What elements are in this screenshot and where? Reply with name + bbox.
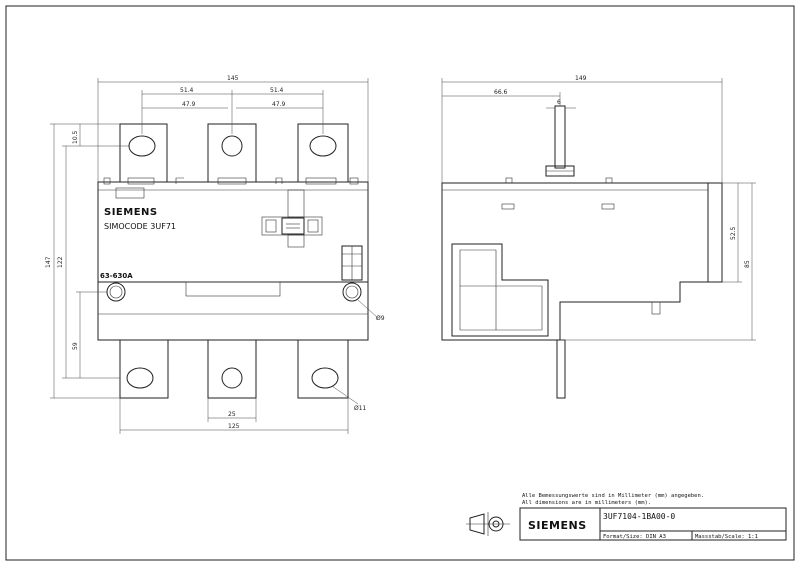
side-body-outline <box>441 182 709 341</box>
side-view: 149 66.6 6 52.5 85 <box>441 75 756 399</box>
svg-text:122: 122 <box>57 256 64 268</box>
device-body <box>97 181 369 283</box>
svg-text:52.5: 52.5 <box>730 226 737 240</box>
svg-text:147: 147 <box>45 256 52 268</box>
svg-text:85: 85 <box>744 260 751 268</box>
bottom-busbars <box>119 339 349 399</box>
current-range-label: 63-630A <box>100 272 133 280</box>
note-german: Alle Bemessungswerte sind in Millimeter … <box>522 493 704 499</box>
title-block: Alle Bemessungswerte sind in Millimeter … <box>466 493 787 541</box>
front-product-label: SIMOCODE 3UF71 <box>104 222 176 231</box>
note-english: All dimensions are in millimeters (mm). <box>522 500 651 506</box>
svg-text:25: 25 <box>228 411 236 418</box>
svg-text:66.6: 66.6 <box>494 89 508 96</box>
busbar-hole-3 <box>309 135 337 157</box>
svg-text:59: 59 <box>72 342 79 350</box>
svg-text:47.9: 47.9 <box>272 101 286 108</box>
mounting-hole-right <box>342 282 362 302</box>
front-brand-label: SIEMENS <box>104 207 158 218</box>
svg-text:125: 125 <box>228 423 240 430</box>
side-shaft <box>554 105 566 169</box>
format-size: Format/Size: DIN A3 <box>603 534 666 540</box>
svg-text:Ø9: Ø9 <box>376 315 385 322</box>
part-number: 3UF7104-1BA00-0 <box>603 512 675 521</box>
terminal-block <box>341 245 363 281</box>
svg-text:149: 149 <box>575 75 587 82</box>
svg-text:47.9: 47.9 <box>182 101 196 108</box>
svg-text:10.5: 10.5 <box>72 130 79 144</box>
busbar-hole-2 <box>221 135 243 157</box>
side-dimensions: 149 66.6 6 52.5 85 <box>441 75 756 341</box>
drawing-border <box>5 5 795 561</box>
title-block-brand: SIEMENS <box>528 519 587 532</box>
svg-text:Ø11: Ø11 <box>354 405 367 412</box>
svg-text:6: 6 <box>557 99 561 106</box>
svg-text:51.4: 51.4 <box>180 87 194 94</box>
busbar-hole-1 <box>128 135 156 157</box>
connector-module <box>261 189 323 248</box>
lower-body <box>97 281 369 341</box>
front-dimensions: 145 51.4 51.4 47.9 47.9 147 122 10.5 <box>45 75 385 434</box>
svg-text:51.4: 51.4 <box>270 87 284 94</box>
scale: Massstab/Scale: 1:1 <box>695 534 758 540</box>
top-busbars <box>119 123 349 183</box>
projection-symbol-icon <box>466 512 510 536</box>
front-view: SIEMENS SIMOCODE 3UF71 63-630A <box>45 75 385 434</box>
svg-text:145: 145 <box>227 75 239 82</box>
